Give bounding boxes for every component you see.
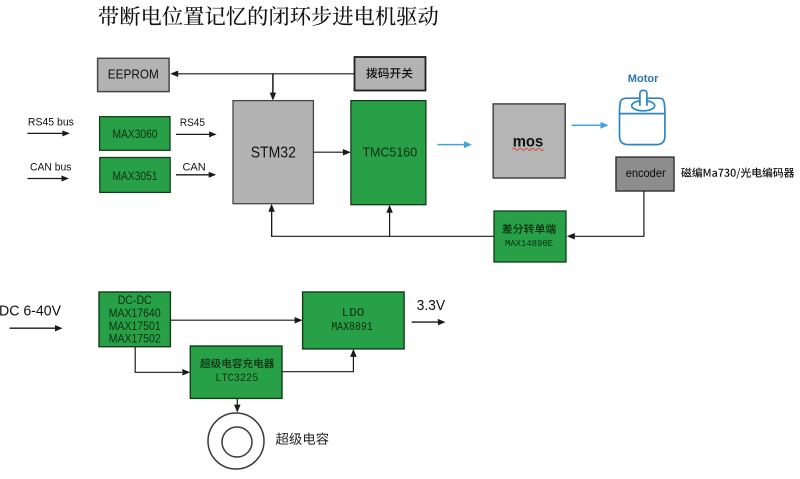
svg-text:MAX14890E: MAX14890E (505, 238, 553, 249)
svg-text:MAX17502: MAX17502 (109, 334, 161, 346)
svg-text:CAN: CAN (183, 161, 206, 173)
svg-text:STM32: STM32 (251, 145, 296, 162)
svg-text:MAX3051: MAX3051 (113, 169, 158, 183)
svg-text:Motor: Motor (628, 73, 659, 85)
svg-text:CAN bus: CAN bus (30, 162, 72, 174)
svg-text:MAX17640: MAX17640 (109, 308, 161, 320)
svg-text:DC 6-40V: DC 6-40V (0, 303, 61, 319)
svg-text:encoder: encoder (626, 166, 666, 180)
svg-text:TMC5160: TMC5160 (362, 145, 417, 159)
svg-text:RS45: RS45 (180, 117, 205, 129)
svg-text:LTC3225: LTC3225 (215, 373, 258, 385)
svg-text:mos: mos (513, 134, 544, 151)
svg-text:3.3V: 3.3V (417, 298, 446, 314)
svg-text:MAX3060: MAX3060 (113, 127, 158, 141)
svg-text:EEPROM: EEPROM (108, 67, 159, 82)
svg-text:LDO: LDO (342, 306, 365, 320)
svg-text:MAX17501: MAX17501 (109, 321, 161, 333)
svg-text:RS45 bus: RS45 bus (28, 117, 74, 129)
svg-text:DC-DC: DC-DC (118, 295, 152, 307)
svg-text:MAX8891: MAX8891 (331, 320, 372, 334)
